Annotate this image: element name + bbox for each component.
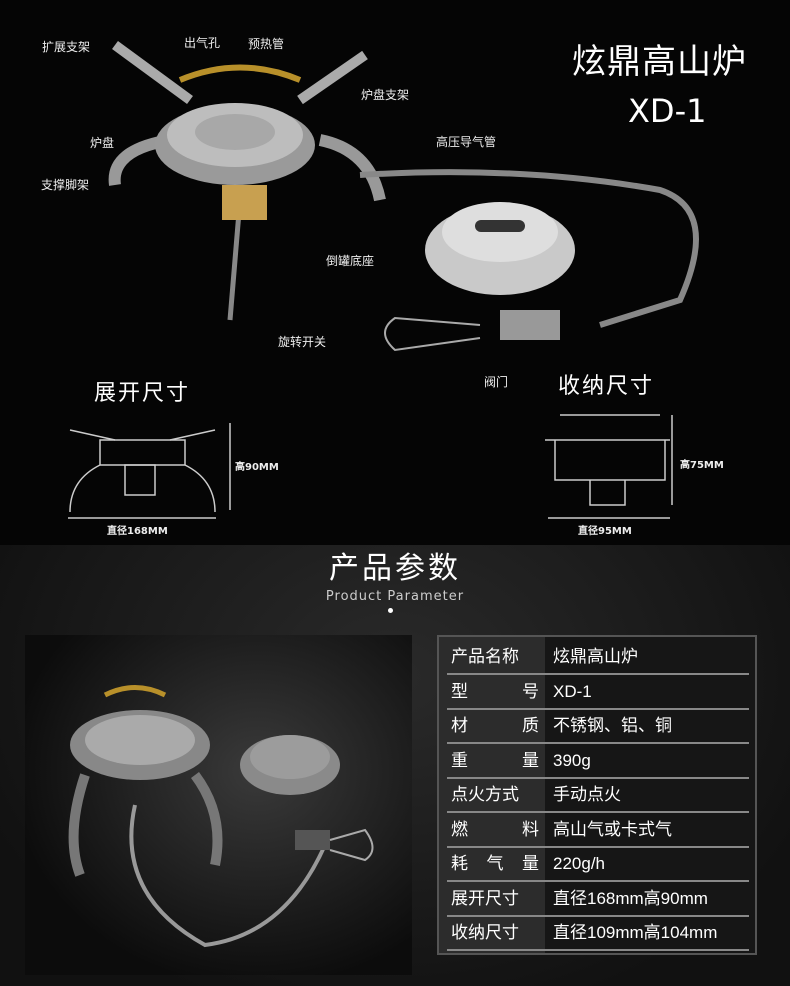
product-photo [25,635,412,975]
folded-height: 高75MM [680,460,724,471]
callout-preheat-tube: 预热管 [248,37,285,51]
stove-illustration [68,40,699,519]
callout-gas-outlet: 出气孔 [184,36,221,50]
callout-legs: 支撑脚架 [41,178,90,192]
key-column-background [439,637,545,953]
param-value: 高山气或卡式气 [553,819,672,839]
param-value: 220g/h [553,854,605,873]
param-key-char: 量 [522,854,539,873]
params-subtitle: Product Parameter [325,589,465,604]
param-key: 点火方式 [451,785,519,804]
param-value: 直径168mm高90mm [553,888,708,908]
param-key-char: 耗 [451,854,468,873]
param-key: 产品名称 [451,647,519,666]
param-key: 耗气量 [447,854,543,874]
product-model: XD-1 [628,92,707,130]
open-diameter: 直径168MM [107,526,168,537]
callout-pan-support: 炉盘支架 [361,88,410,102]
param-key: 收纳尺寸 [451,923,519,942]
param-value: 手动点火 [553,785,621,804]
callout-extension-support: 扩展支架 [42,40,91,54]
param-key: 型号 [447,682,543,702]
param-key-char: 重 [451,750,468,770]
callout-hose: 高压导气管 [436,135,497,149]
table-row: 燃料高山气或卡式气 [447,814,749,848]
folded-size-title: 收纳尺寸 [558,374,655,399]
divider-dot [388,608,393,613]
param-value: XD-1 [553,681,592,701]
param-key: 重量 [447,751,543,771]
param-key-char: 型 [451,681,468,701]
param-key-char: 材 [451,716,468,735]
params-title: 产品参数 [329,551,461,586]
product-hero: 炫鼎高山炉 XD-1 扩展支架 出气孔 预热管 炉盘支架 炉盘 支撑脚架 高压导… [41,36,747,537]
table-row: 材质不锈钢、铝、铜 [447,710,749,744]
table-row: 耗气量 220g/h [447,848,749,882]
open-height: 高90MM [235,462,279,473]
callout-burner: 炉盘 [90,136,115,150]
product-title: 炫鼎高山炉 [572,42,747,82]
param-key: 展开尺寸 [451,888,519,908]
table-row: 产品名称 炫鼎高山炉 [447,641,749,675]
open-size-title: 展开尺寸 [94,381,191,406]
param-value: 直径109mm高104mm [553,923,718,942]
param-key-char: 气 [486,854,504,873]
table-row: 收纳尺寸 直径109mm高104mm [447,917,749,951]
table-row: 展开尺寸 直径168mm高90mm [447,883,749,917]
param-key: 材质 [447,716,543,736]
param-value: 炫鼎高山炉 [553,647,638,666]
folded-diameter: 直径95MM [578,526,632,537]
callout-rotary-switch: 旋转开关 [278,335,327,349]
param-key-char: 质 [522,716,539,735]
param-key: 燃料 [447,820,543,840]
param-key-char: 燃 [451,819,468,839]
param-value: 不锈钢、铝、铜 [553,716,672,735]
table-row: 点火方式 手动点火 [447,779,749,813]
param-key-char: 量 [522,750,539,770]
callout-canister-stand: 倒罐底座 [326,254,375,268]
callout-valve: 阀门 [484,375,509,389]
param-value: 390g [553,750,591,770]
param-key-char: 号 [522,681,539,701]
param-key-char: 料 [522,819,539,839]
